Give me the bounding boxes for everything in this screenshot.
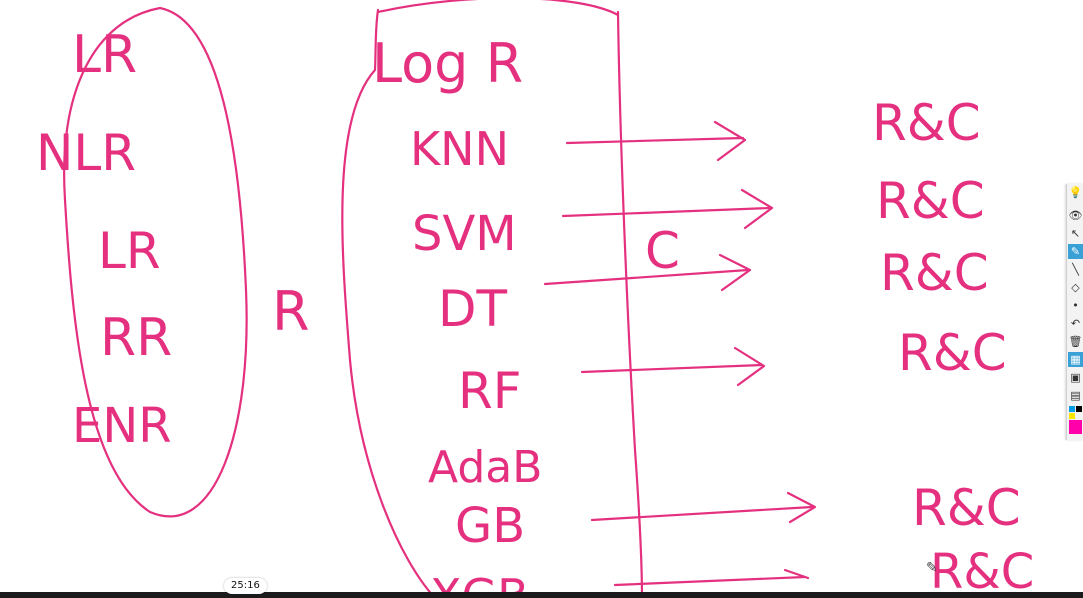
annotation-toolbar: 💡 👁 ↖ ✎ ╲ ◇ • ↶ 🗑 ▦ ▣ ▤ (1066, 184, 1083, 440)
label-dt: DT (438, 280, 508, 338)
pen-icon[interactable]: ✎ (1068, 244, 1083, 259)
video-progress-bar[interactable] (0, 592, 1083, 598)
label-rf: RF (458, 362, 522, 420)
result-xgb: R&C (930, 544, 1034, 598)
label-svm: SVM (412, 206, 517, 262)
result-svm: R&C (876, 172, 985, 230)
color-swatch-magenta[interactable] (1069, 420, 1082, 434)
classification-divider (616, 10, 644, 598)
arrow-rf (580, 346, 766, 387)
regression-ellipse (63, 6, 248, 518)
grid-icon[interactable]: ▦ (1068, 352, 1083, 367)
video-timestamp: 25:16 (224, 578, 267, 594)
label-gb: GB (455, 498, 525, 554)
label-nlr: NLR (36, 124, 136, 182)
label-enr: ENR (72, 398, 172, 454)
line-icon[interactable]: ╲ (1072, 263, 1079, 276)
arrow-dt (543, 253, 752, 292)
label-r: R (272, 280, 310, 343)
result-dt: R&C (880, 244, 989, 302)
result-rf: R&C (898, 324, 1007, 382)
label-knn: KNN (410, 122, 509, 176)
arrow-svm (561, 188, 774, 230)
camera-icon[interactable]: ▣ (1070, 371, 1081, 384)
trash-icon[interactable]: 🗑 (1068, 335, 1083, 348)
eye-icon[interactable]: 👁 (1068, 209, 1083, 222)
clipboard-icon[interactable]: ▤ (1070, 389, 1081, 402)
color-swatch-yellow[interactable] (1069, 413, 1075, 419)
label-lr: LR (98, 222, 161, 280)
result-gb: R&C (912, 479, 1021, 537)
color-swatch-black[interactable] (1076, 406, 1082, 412)
result-knn: R&C (872, 94, 981, 152)
dot-icon[interactable]: • (1072, 299, 1079, 312)
arrow-gb (590, 491, 817, 524)
label-rr: RR (100, 308, 172, 368)
label-lr-top: LR (72, 25, 137, 85)
arrow-knn (565, 120, 747, 162)
algorithms-bracket-top (376, 0, 620, 17)
algorithms-bracket (341, 8, 437, 598)
label-adab: AdaB (428, 442, 542, 493)
color-swatch-blue[interactable] (1069, 406, 1075, 412)
label-c: C (645, 222, 680, 280)
arrow-xgb (613, 568, 810, 587)
lightbulb-icon[interactable]: 💡 (1068, 186, 1083, 199)
pen-cursor-icon: ✎ (926, 560, 938, 576)
cursor-icon[interactable]: ↖ (1070, 227, 1081, 240)
eraser-icon[interactable]: ◇ (1071, 281, 1080, 294)
undo-icon[interactable]: ↶ (1070, 317, 1081, 330)
label-log-r: Log R (372, 32, 523, 95)
